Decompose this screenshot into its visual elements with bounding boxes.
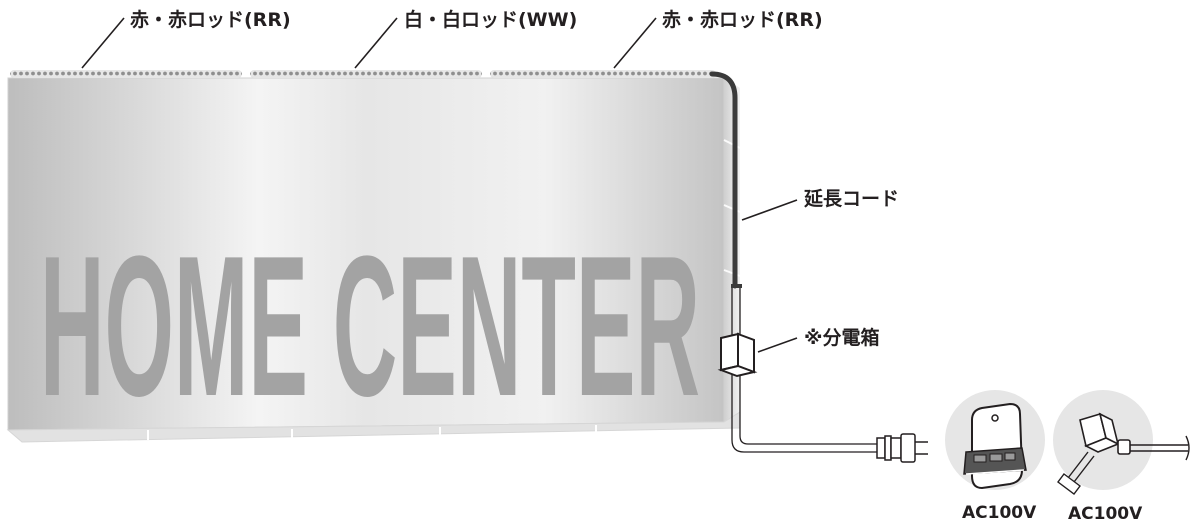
extension-cord-label: 延長コード [803,188,899,210]
plug-icon [876,433,928,463]
leader-line [613,17,657,69]
rod-lamp-icon [10,70,242,78]
leader-line [757,337,798,353]
leader-line [354,17,398,69]
sign-text: HOME CENTER [40,215,700,438]
leader-line [741,199,798,221]
distribution-box-icon [717,332,758,378]
distribution-box-label: ※分電箱 [804,326,879,349]
rod-lamp-icon [490,70,716,78]
rod-lamp-icon [250,70,482,78]
outlet-label-left: AC100V [962,503,1037,523]
leader-line [81,17,125,69]
rod-label-center: 白・白ロッド(WW) [404,8,577,31]
rod-label-left: 赤・赤ロッド(RR) [130,9,291,31]
wall-outlet-icon [945,390,1045,490]
extension-cord-icon [709,71,738,289]
outlet-label-right: AC100V [1068,504,1143,524]
power-cable [731,286,878,453]
rod-label-right: 赤・赤ロッド(RR) [662,9,823,31]
outlet-adapter-icon [1053,390,1190,495]
